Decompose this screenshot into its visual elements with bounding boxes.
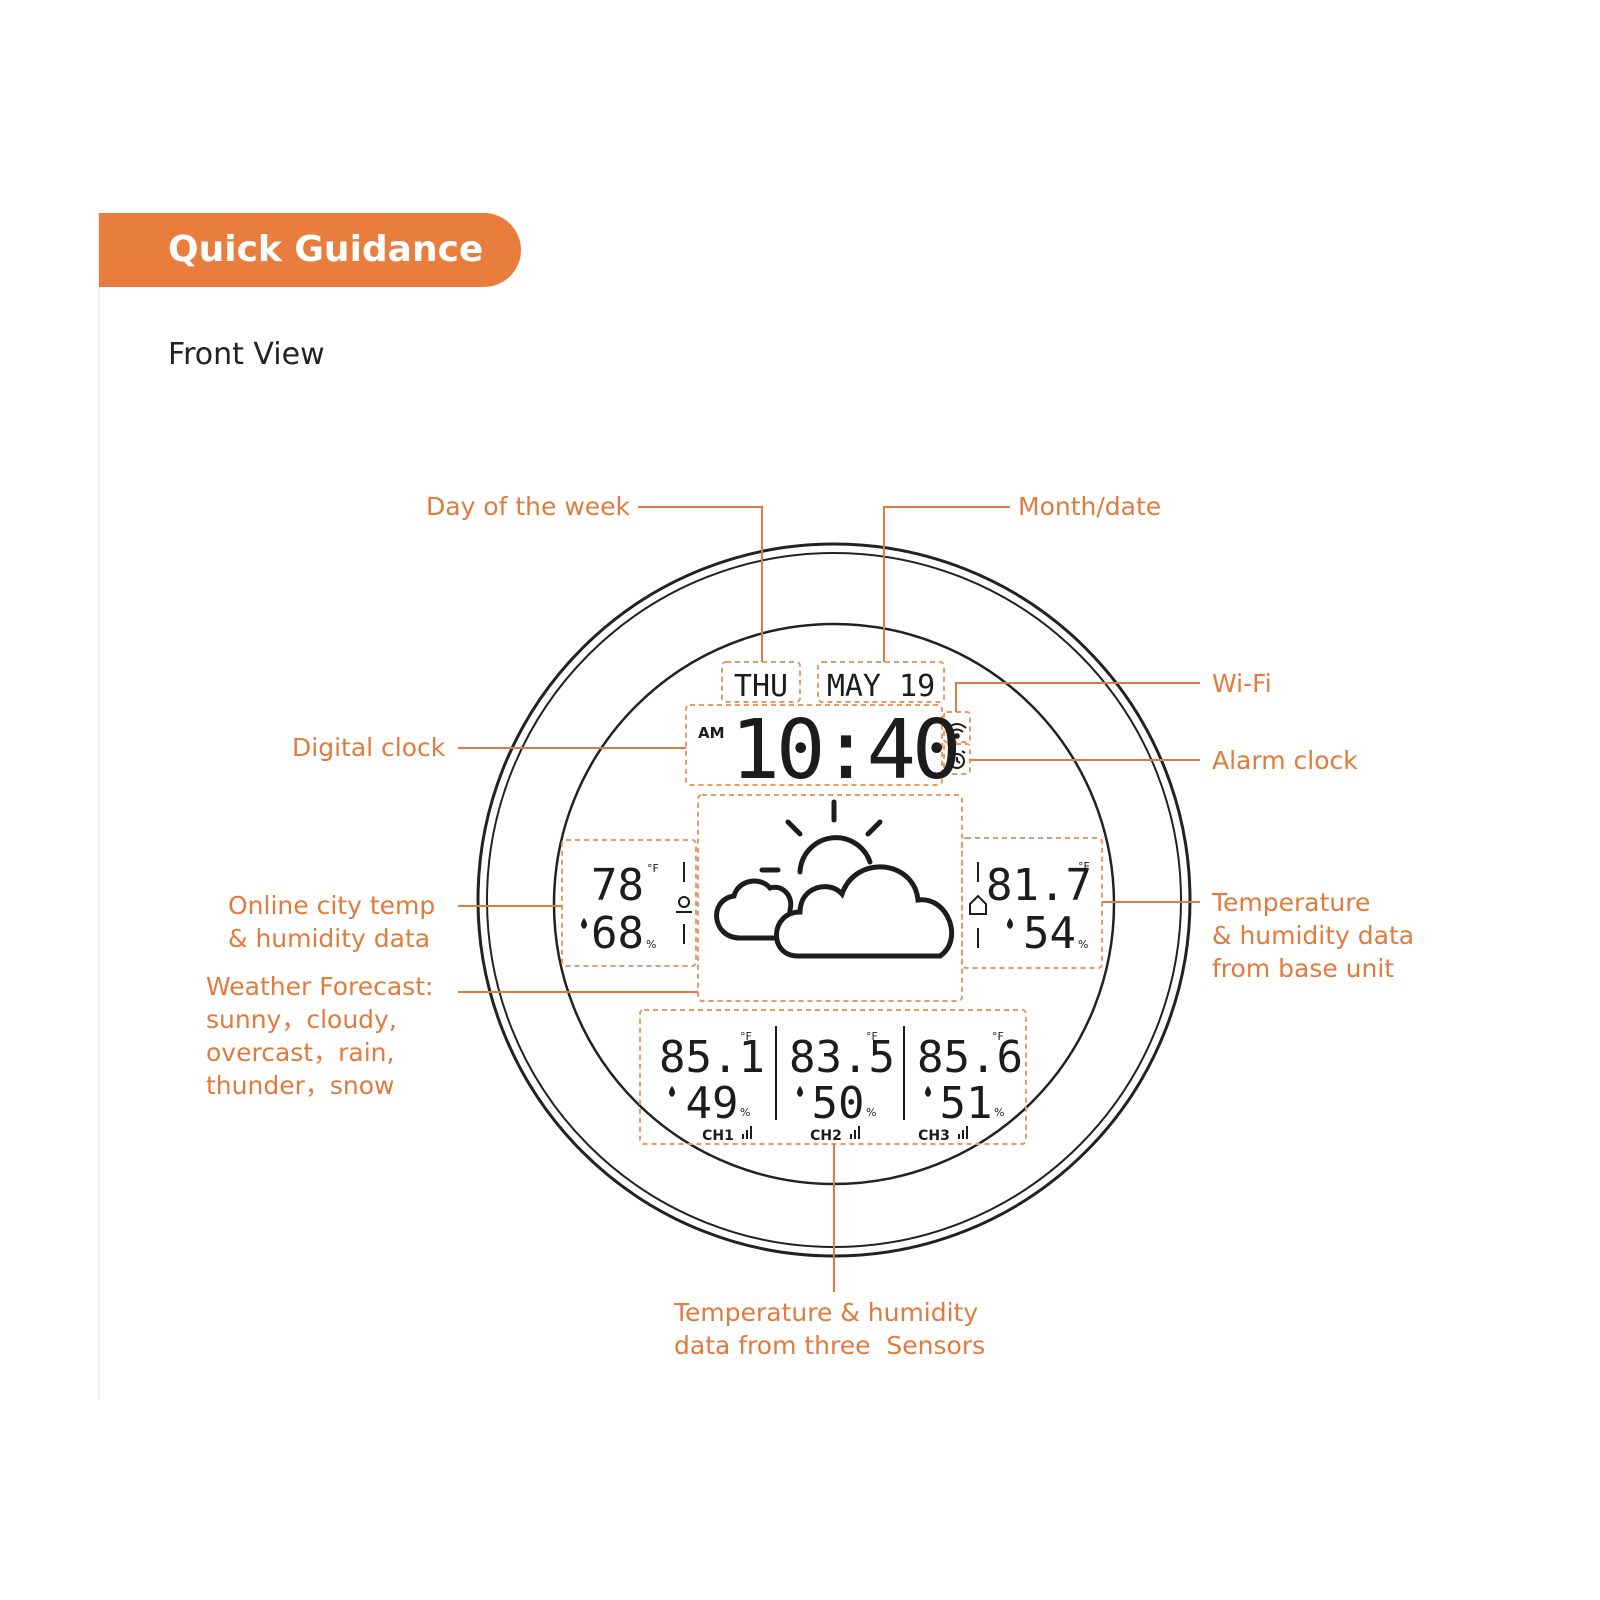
callout-wifi: Wi-Fi xyxy=(1212,669,1272,698)
alarm-clock-icon xyxy=(948,750,966,769)
base-temp: 81.7 xyxy=(986,860,1092,911)
title-banner xyxy=(99,213,521,287)
leader-day xyxy=(638,506,763,662)
signal-bars-icon xyxy=(958,1126,968,1139)
clock-region xyxy=(685,704,943,786)
leader-date xyxy=(883,506,1010,662)
city-temp-unit: °F xyxy=(647,862,659,875)
callout-online-city: Online city temp & humidity data xyxy=(228,891,436,953)
am-pm-indicator: AM xyxy=(698,724,725,742)
humidity-drop-icon xyxy=(669,1086,675,1097)
humidity-drop-icon xyxy=(925,1086,931,1097)
left-border-rule xyxy=(98,210,100,1400)
city-temp: 78 xyxy=(591,860,644,911)
base-temp-unit: °F xyxy=(1078,860,1090,873)
location-pin-icon xyxy=(676,862,692,944)
callout-alarm-clock: Alarm clock xyxy=(1212,746,1358,775)
callout-forecast: Weather Forecast: sunny，cloudy, overcast… xyxy=(206,972,434,1100)
month-date: MAY 19 xyxy=(827,669,935,704)
day-region xyxy=(721,661,801,703)
sensor-channel-1: 85.1 °F 49 % CH1 xyxy=(659,1030,765,1144)
city-humidity-unit: % xyxy=(646,938,656,951)
sensor-channel-2: 83.5 °F 50 % CH2 xyxy=(789,1030,895,1144)
digital-clock-time: 10:40 xyxy=(731,703,958,798)
banner-title: Quick Guidance xyxy=(168,229,484,270)
base-humidity: 54 xyxy=(1023,908,1076,959)
humidity-drop-icon xyxy=(581,918,587,929)
ch2-humidity-unit: % xyxy=(866,1106,876,1119)
ch1-humidity-unit: % xyxy=(740,1106,750,1119)
ch3-label: CH3 xyxy=(918,1128,950,1144)
wifi-icon xyxy=(947,723,967,739)
humidity-drop-icon xyxy=(1007,918,1013,929)
ch1-temp-unit: °F xyxy=(740,1030,752,1043)
ch2-label: CH2 xyxy=(810,1128,842,1144)
callout-base-unit: Temperature & humidity data from base un… xyxy=(1212,888,1415,983)
ch2-temp-unit: °F xyxy=(866,1030,878,1043)
ch3-temp: 85.6 xyxy=(917,1032,1023,1083)
humidity-drop-icon xyxy=(797,1086,803,1097)
leader-wifi xyxy=(955,682,1200,712)
ch2-humidity: 50 xyxy=(812,1078,865,1129)
city-humidity: 68 xyxy=(591,908,644,959)
signal-bars-icon xyxy=(850,1126,860,1139)
ch1-label: CH1 xyxy=(702,1128,734,1144)
day-of-week: THU xyxy=(734,669,788,704)
ch3-humidity: 51 xyxy=(940,1078,993,1129)
ch3-temp-unit: °F xyxy=(992,1030,1004,1043)
home-icon xyxy=(969,862,987,948)
ch2-temp: 83.5 xyxy=(789,1032,895,1083)
callout-sensors: Temperature & humidity data from three S… xyxy=(674,1298,986,1360)
base-humidity-unit: % xyxy=(1078,938,1088,951)
ch1-temp: 85.1 xyxy=(659,1032,765,1083)
callout-day-of-week: Day of the week xyxy=(426,492,631,521)
ch1-humidity: 49 xyxy=(686,1078,739,1129)
section-subtitle: Front View xyxy=(168,337,325,372)
signal-bars-icon xyxy=(742,1126,752,1139)
city-region xyxy=(561,839,697,967)
ch3-humidity-unit: % xyxy=(994,1106,1004,1119)
partly-cloudy-icon xyxy=(714,799,955,959)
sensor-channel-3: 85.6 °F 51 % CH3 xyxy=(917,1030,1023,1144)
date-region xyxy=(817,661,945,703)
callout-month-date: Month/date xyxy=(1018,492,1162,521)
callout-digital-clock: Digital clock xyxy=(292,733,446,762)
